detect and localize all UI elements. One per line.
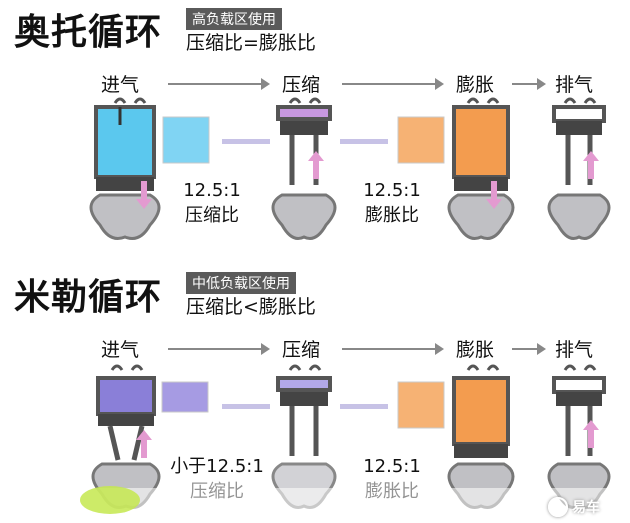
miller-flow-arrow-3 — [512, 343, 546, 355]
miller-expansion-ratio: 12.5:1 膨胀比 — [352, 454, 432, 504]
miller-exhaust-cylinder — [547, 364, 611, 509]
miller-subtitle: 压缩比<膨胀比 — [186, 296, 316, 318]
watermark-text: 易车 — [572, 500, 600, 516]
miller-expansion-ratio-label: 膨胀比 — [365, 481, 419, 502]
miller-intake-cylinder — [91, 364, 161, 509]
otto-flow-arrow-3 — [512, 78, 546, 90]
miller-intake-volume-square — [161, 381, 209, 413]
watermark-logo-icon — [548, 497, 568, 517]
miller-tag: 中低负载区使用 — [186, 272, 296, 294]
otto-exhaust-cylinder — [547, 97, 611, 240]
miller-expansion-cylinder — [447, 364, 515, 509]
miller-compression-bar — [340, 404, 388, 409]
miller-stage-compression: 压缩 — [282, 339, 321, 361]
otto-intake-volume-square — [162, 116, 210, 164]
miller-flow-arrow-1 — [168, 343, 270, 355]
otto-intake-cylinder — [89, 97, 161, 240]
otto-title: 奥托循环 — [14, 12, 163, 53]
otto-flow-arrow-2 — [342, 78, 444, 90]
miller-compression-ratio-label: 压缩比 — [190, 481, 244, 502]
otto-flow-arrow-1 — [168, 78, 270, 90]
otto-stage-expansion: 膨胀 — [456, 74, 495, 96]
watermark: 易车 — [548, 497, 600, 517]
otto-compression-ratio: 12.5:1 压缩比 — [172, 178, 252, 228]
miller-expansion-ratio-value: 12.5:1 — [363, 456, 421, 477]
otto-compression-ratio-label: 压缩比 — [185, 205, 239, 226]
otto-expansion-volume-square — [397, 116, 445, 164]
miller-engine-diagram — [0, 364, 630, 523]
miller-expansion-volume-square — [397, 381, 445, 429]
miller-title: 米勒循环 — [14, 277, 163, 318]
otto-stage-exhaust: 排气 — [555, 74, 594, 96]
otto-stage-intake: 进气 — [101, 74, 140, 96]
otto-expansion-ratio-label: 膨胀比 — [365, 205, 419, 226]
otto-stage-compression: 压缩 — [282, 74, 321, 96]
miller-intake-bar — [222, 404, 270, 409]
otto-compression-bar — [340, 139, 388, 144]
otto-compression-cylinder — [271, 97, 337, 240]
otto-expansion-ratio-value: 12.5:1 — [363, 180, 421, 201]
miller-flow-arrow-2 — [342, 343, 444, 355]
miller-stage-intake: 进气 — [101, 339, 140, 361]
otto-tag: 高负载区使用 — [186, 8, 282, 30]
otto-expansion-ratio: 12.5:1 膨胀比 — [352, 178, 432, 228]
miller-stage-expansion: 膨胀 — [456, 339, 495, 361]
otto-subtitle: 压缩比=膨胀比 — [186, 32, 316, 54]
otto-expansion-cylinder — [447, 97, 515, 240]
otto-intake-bar — [222, 139, 270, 144]
miller-compression-ratio: 小于12.5:1 压缩比 — [162, 454, 272, 504]
otto-compression-ratio-value: 12.5:1 — [183, 180, 241, 201]
otto-engine-diagram — [89, 97, 611, 240]
miller-compression-ratio-value: 小于12.5:1 — [170, 456, 264, 477]
miller-stage-exhaust: 排气 — [555, 339, 594, 361]
miller-compression-cylinder — [271, 364, 337, 509]
